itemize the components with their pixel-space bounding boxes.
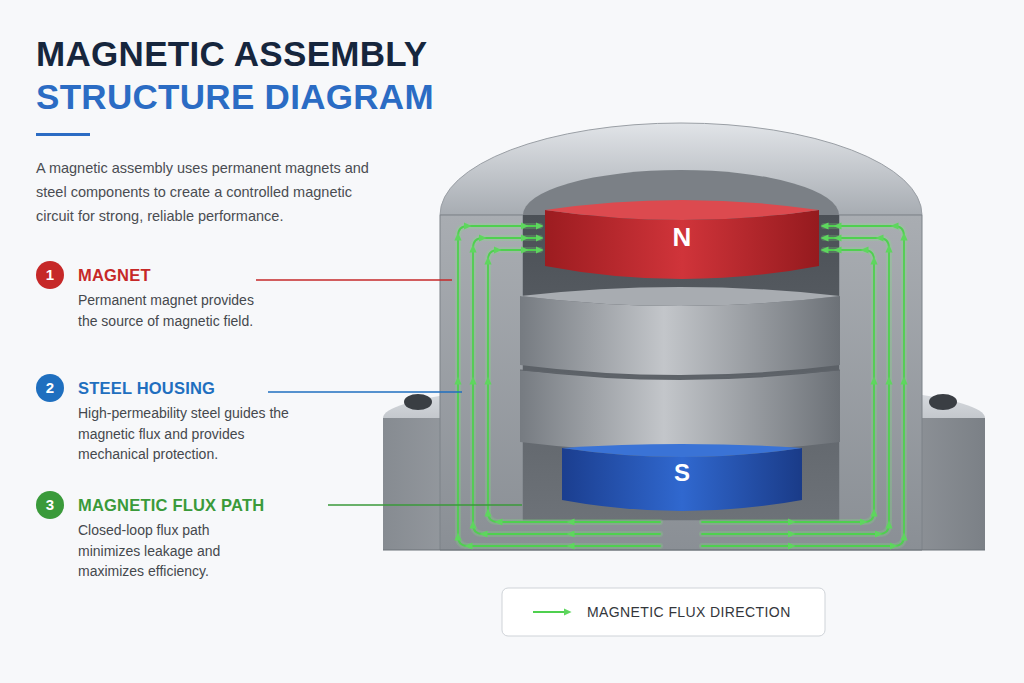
pole-pieces [520, 287, 840, 452]
leader-line [256, 279, 452, 281]
diagram-caption: A magnetic assembly uses permanent magne… [36, 156, 371, 228]
callout-text: Closed-loop flux path minimizes leakage … [78, 520, 246, 582]
magnet-body [545, 210, 819, 279]
callout: 2 STEEL HOUSINGHigh-permeability steel gu… [36, 374, 366, 469]
legend-sample-arrow [533, 611, 568, 613]
callout-heading: STEEL HOUSING [78, 374, 215, 402]
legend-label: MAGNETIC FLUX DIRECTION [587, 603, 791, 621]
magnet-top [545, 200, 819, 220]
magnet-body [562, 448, 802, 511]
title-rule [36, 133, 90, 136]
callout-text: High-permeability steel guides the magne… [78, 403, 290, 465]
pole-label: N [545, 219, 819, 255]
pole-disc [520, 296, 840, 375]
callout-heading: MAGNET [78, 261, 151, 289]
mounting-hole [404, 394, 432, 410]
base-edge [383, 550, 985, 551]
magnet-pole: S [562, 440, 802, 520]
leader-line [268, 391, 462, 393]
legend-box [502, 588, 825, 636]
callout-number: 1 [36, 261, 64, 289]
magnet-top [562, 444, 802, 457]
magnet-pole: N [545, 188, 819, 288]
mounting-hole [929, 394, 957, 410]
pole-disc [520, 370, 840, 452]
callout-number: 3 [36, 491, 64, 519]
callout-heading: MAGNETIC FLUX PATH [78, 491, 264, 519]
callout-text: Permanent magnet provides the source of … [78, 290, 273, 331]
callout-number: 2 [36, 374, 64, 402]
callout: 3 MAGNETIC FLUX PATHClosed-loop flux path… [36, 491, 366, 586]
diagram-title: MAGNETIC ASSEMBLY STRUCTURE DIAGRAM [36, 32, 466, 118]
pole-label: S [562, 456, 802, 490]
pole-disc-top [520, 287, 840, 306]
callout: 1 MAGNETPermanent magnet provides the sou… [36, 261, 366, 336]
steel-housing [383, 123, 985, 550]
leader-line [328, 504, 522, 506]
disc-edge [520, 370, 840, 377]
